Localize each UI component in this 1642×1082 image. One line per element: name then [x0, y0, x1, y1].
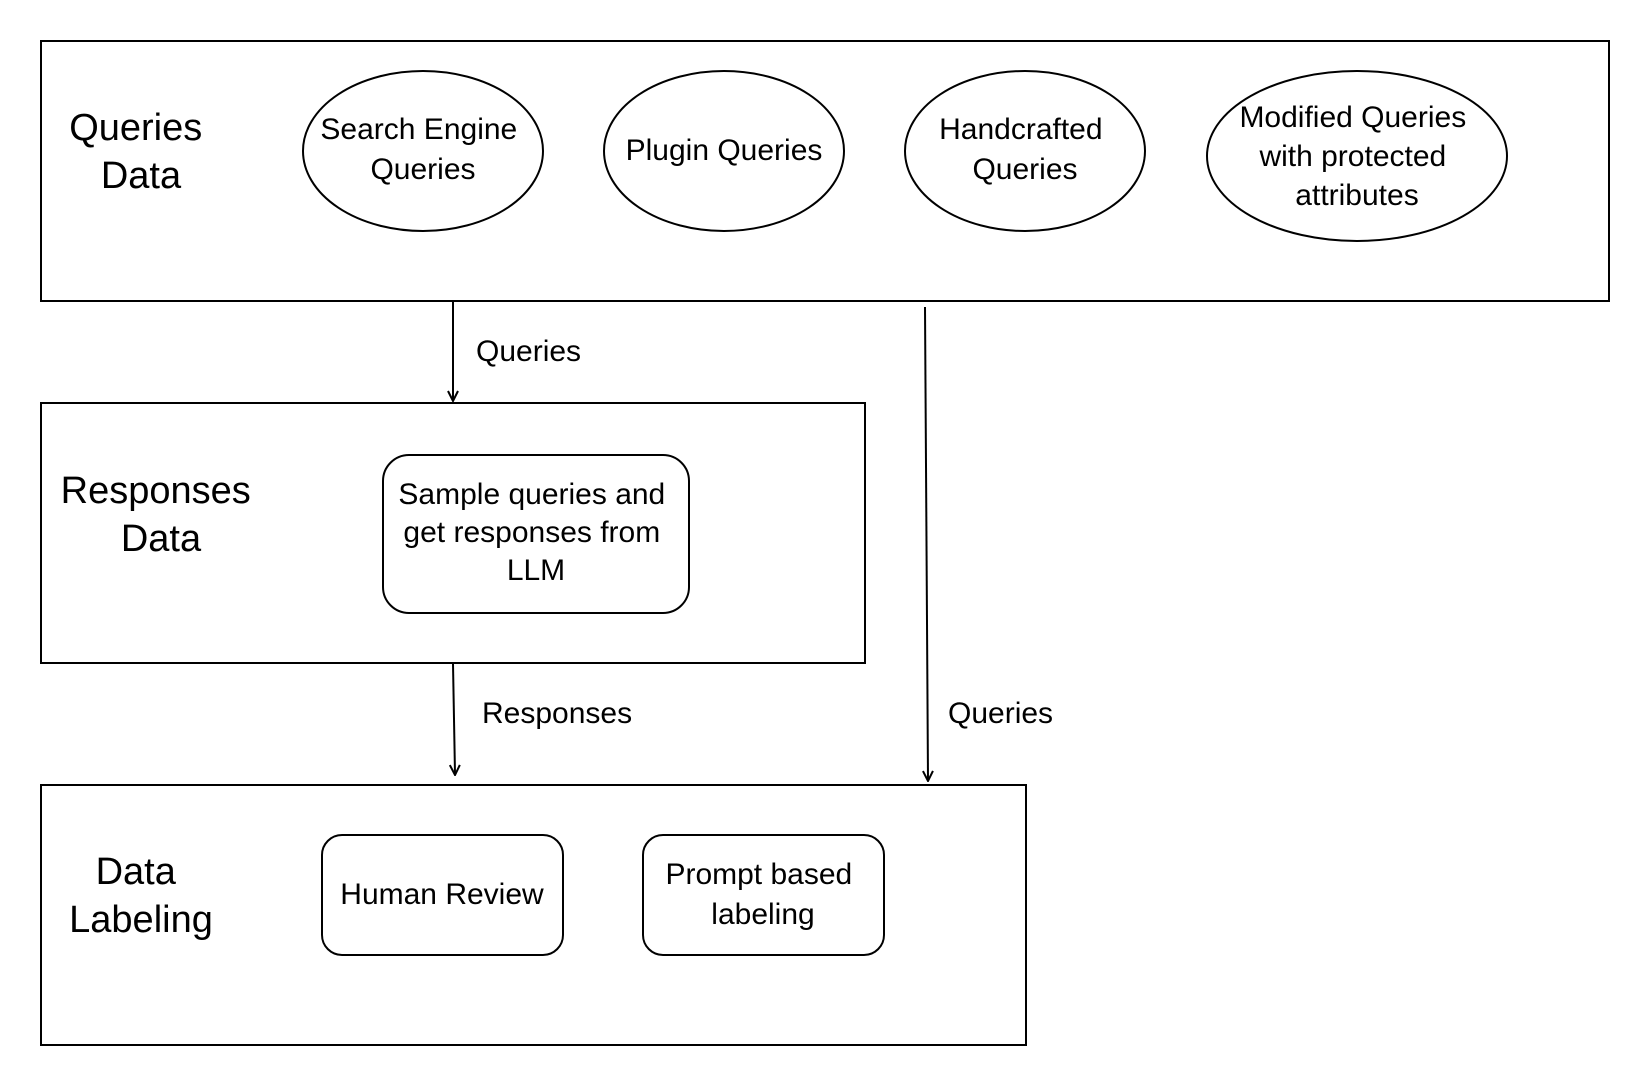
human-review-label: Human Review: [340, 878, 544, 911]
sample-queries-node: [382, 454, 690, 614]
sample-queries-label: Sample queries and get responses from LL…: [398, 478, 673, 587]
prompt-based-labeling-label: Prompt based labeling: [665, 858, 860, 931]
plugin-queries-node: [603, 70, 845, 232]
search-engine-queries-label: Search Engine Queries: [320, 113, 525, 186]
queries-to-responses-edge: Queries: [453, 302, 581, 400]
plugin-queries-label: Plugin Queries: [626, 134, 823, 167]
responses-to-labeling-arrow: [453, 663, 455, 774]
responses-data-title: Responses Data: [61, 470, 262, 560]
queries-to-labeling-label: Queries: [948, 697, 1053, 730]
data-labeling-title: Data Labeling: [69, 851, 213, 941]
handcrafted-queries-label: Handcrafted Queries: [939, 113, 1111, 186]
data-labeling-panel: Data Labeling Human Review Prompt based …: [40, 784, 1027, 1046]
queries-data-title: Queries Data: [69, 107, 213, 197]
responses-to-labeling-label: Responses: [482, 697, 632, 730]
prompt-based-labeling-node: [642, 834, 885, 956]
queries-to-labeling-edge: Queries: [925, 306, 1053, 780]
human-review-node: [321, 834, 564, 956]
queries-data-panel: Queries Data Search Engine Queries Plugi…: [40, 40, 1610, 302]
queries-to-labeling-arrow: [925, 306, 928, 780]
responses-data-panel: Responses Data Sample queries and get re…: [40, 402, 866, 664]
handcrafted-queries-node: [904, 70, 1146, 232]
responses-to-labeling-edge: Responses: [453, 663, 632, 774]
modified-queries-label: Modified Queries with protected attribut…: [1239, 101, 1474, 212]
queries-to-responses-label: Queries: [476, 335, 581, 368]
search-engine-queries-node: [302, 70, 544, 232]
modified-queries-node: [1206, 70, 1508, 242]
